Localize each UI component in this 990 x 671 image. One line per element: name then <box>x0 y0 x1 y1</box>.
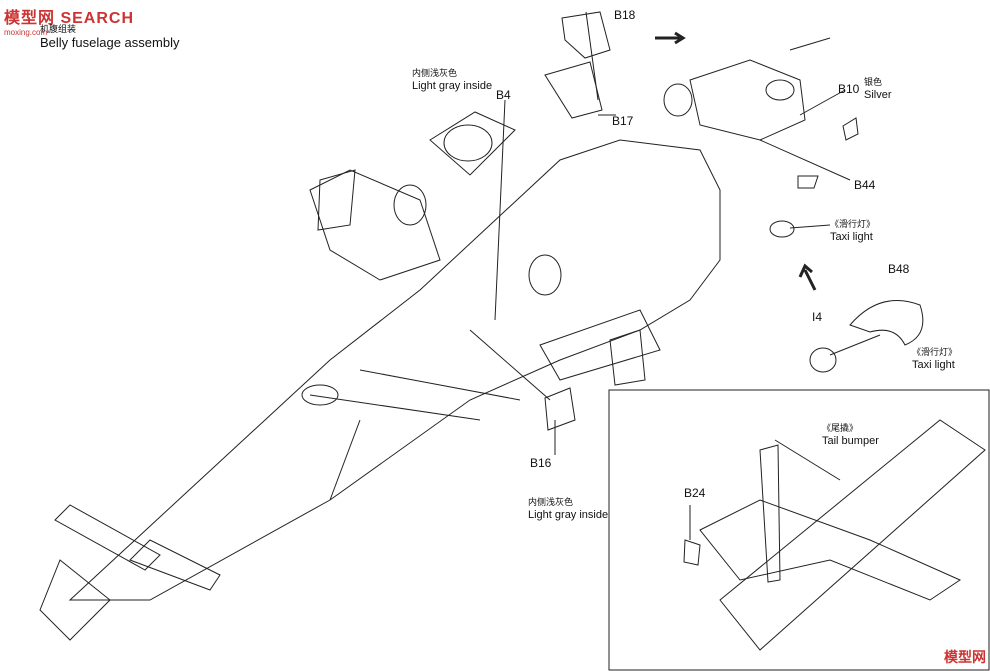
note-taxi-cn-1: 《滑行灯》 <box>830 219 876 229</box>
direction-arrow-top <box>655 31 686 45</box>
nose-section <box>689 59 806 141</box>
label-b16: B16 <box>530 456 552 470</box>
part-i4-shape <box>809 347 837 373</box>
watermark-bottom: 模型网 <box>944 649 986 665</box>
label-b17: B17 <box>612 114 634 128</box>
tail-rotor-housing <box>39 559 111 641</box>
note-light-gray-cn-2: 内侧浅灰色 <box>528 497 574 507</box>
inset-tail-bumper <box>759 444 781 583</box>
nose-wheel <box>663 83 693 117</box>
note-silver-en: Silver <box>864 89 892 101</box>
section-title-cn: 机腹组装 <box>40 24 77 34</box>
section-title-en: Belly fuselage assembly <box>40 35 180 50</box>
inset-tail-boom <box>719 419 986 651</box>
exhaust-port <box>301 384 339 406</box>
label-b48: B48 <box>888 262 910 276</box>
stub-wing-right <box>539 309 661 381</box>
fuselage-outline <box>68 139 721 601</box>
inset-tail-plane <box>699 499 962 601</box>
note-tail-cn: 《尾撬》 <box>822 423 859 433</box>
label-b4: B4 <box>496 88 511 102</box>
note-taxi-en-1: Taxi light <box>830 231 873 243</box>
main-wheel-right <box>528 254 562 296</box>
part-b4-window <box>443 124 493 162</box>
stub-wing-left <box>309 169 441 281</box>
note-tail-bumper: 《尾撬》 Tail bumper <box>822 422 879 448</box>
note-light-gray-b4: 内侧浅灰色 Light gray inside <box>412 67 492 93</box>
label-b24: B24 <box>684 486 706 500</box>
inset-leader-lines <box>689 439 841 540</box>
fuselage-panel-lines <box>309 369 521 501</box>
note-light-gray-b16: 内侧浅灰色 Light gray inside <box>528 496 608 522</box>
note-taxi-cn-2: 《滑行灯》 <box>912 347 958 357</box>
note-tail-en: Tail bumper <box>822 435 879 447</box>
part-b48-shape <box>849 300 924 346</box>
note-taxi-light-1: 《滑行灯》 Taxi light <box>830 218 875 244</box>
watermark-url: moxing.com <box>4 28 48 37</box>
label-b44: B44 <box>854 178 876 192</box>
part-b17-shape <box>544 61 603 119</box>
note-light-gray-en: Light gray inside <box>412 80 493 92</box>
leader-lines <box>469 11 881 455</box>
taxi-light-lens <box>769 220 795 238</box>
label-b18: B18 <box>614 8 636 22</box>
label-i4: I4 <box>812 310 823 324</box>
note-taxi-light-2: 《滑行灯》 Taxi light <box>912 346 957 372</box>
label-b10: B10 <box>838 82 860 96</box>
part-b10-shape <box>842 117 859 141</box>
note-light-gray-en-2: Light gray inside <box>528 509 609 521</box>
watermark-top: 模型网 SEARCH <box>4 10 135 27</box>
wing-pylon-right <box>609 329 646 386</box>
tail-fin-right <box>129 539 221 591</box>
direction-arrow-right <box>798 263 817 291</box>
main-wheel-left <box>393 184 427 226</box>
tail-fin-left <box>54 504 161 571</box>
inset-part-b24 <box>683 539 701 566</box>
cannon-barrel <box>789 37 831 51</box>
note-taxi-en-2: Taxi light <box>912 359 955 371</box>
part-b44-shape <box>797 175 819 189</box>
section-title: 机腹组装 Belly fuselage assembly <box>40 20 179 50</box>
note-light-gray-cn: 内侧浅灰色 <box>412 68 458 78</box>
wing-pylon-left <box>317 169 356 231</box>
detail-inset-frame <box>608 389 990 671</box>
part-b16-shape <box>544 387 576 431</box>
note-silver: 银色 Silver <box>864 76 892 102</box>
part-b4-shape <box>429 111 516 176</box>
part-b18-shape <box>561 11 611 59</box>
note-silver-cn: 银色 <box>864 77 883 87</box>
sensor-turret <box>765 79 795 101</box>
